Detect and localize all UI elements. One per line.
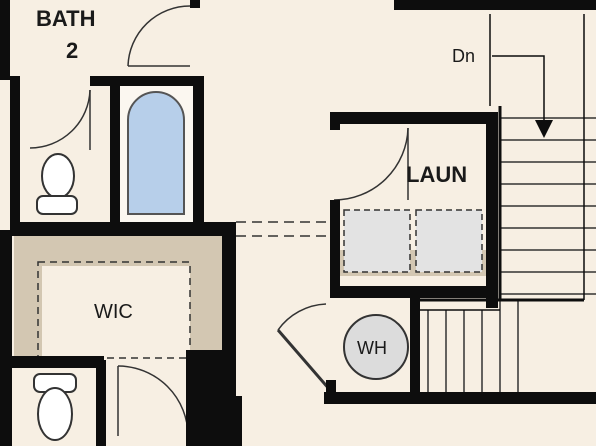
room-label-bath-2: BATH <box>36 6 95 31</box>
wall-wh-doorstop <box>326 380 336 400</box>
wall-laundry-left-top <box>330 112 340 130</box>
wic-room <box>14 236 224 359</box>
wall-laundry-right <box>486 112 498 308</box>
stair-rail <box>420 14 585 311</box>
stair-direction-arrow <box>492 55 553 138</box>
stairs <box>420 14 596 396</box>
dryer-icon <box>415 209 483 273</box>
room-label-bath-2-number: 2 <box>66 38 78 63</box>
wall-laundry-bottom <box>330 286 498 298</box>
wall-wic-left <box>0 230 12 446</box>
laundry-door-swing <box>333 127 409 201</box>
wall-bath-right <box>194 76 204 226</box>
wall-tub-divider <box>110 76 120 226</box>
wall-laundry-left <box>330 200 340 296</box>
wall-top-left-edge <box>0 0 10 80</box>
wic-floor <box>42 266 190 358</box>
wall-bath-bottom <box>10 222 236 236</box>
wall-lower-bath-divider <box>96 360 106 446</box>
wall-wic-bottom-left <box>10 356 104 368</box>
laundry-room <box>333 127 486 276</box>
hall-door-swing <box>127 5 191 67</box>
wh-door-swing <box>277 303 327 331</box>
stair-treads <box>427 117 596 396</box>
wall-wic-bottom-right <box>186 350 226 446</box>
label-water-heater: WH <box>357 338 387 358</box>
toilet-icon-bath2 <box>36 153 78 215</box>
bath-door-swing <box>29 89 91 149</box>
bath-2-room <box>29 5 195 225</box>
wall-wh-bottom <box>324 392 596 404</box>
water-heater-closet <box>276 303 409 391</box>
washer-icon <box>343 209 411 273</box>
wall-top-right <box>394 0 596 10</box>
room-label-wic: WIC <box>94 301 133 323</box>
wall-top-mid <box>190 0 200 8</box>
bathtub-icon <box>127 91 185 215</box>
wall-bath-top <box>90 76 200 86</box>
wall-wh-right <box>410 296 420 400</box>
water-heater-icon <box>343 314 409 380</box>
lower-bath <box>33 365 189 441</box>
wh-door-leaf <box>276 329 332 391</box>
room-label-laundry: LAUN <box>406 162 467 187</box>
wall-bottom-left-post <box>234 396 242 446</box>
wall-laundry-top <box>330 112 498 124</box>
wall-bath-left <box>10 76 20 226</box>
toilet-icon-lower <box>33 373 77 441</box>
stair-direction-label: Dn <box>452 46 475 66</box>
wic-shelf-line <box>37 261 191 359</box>
